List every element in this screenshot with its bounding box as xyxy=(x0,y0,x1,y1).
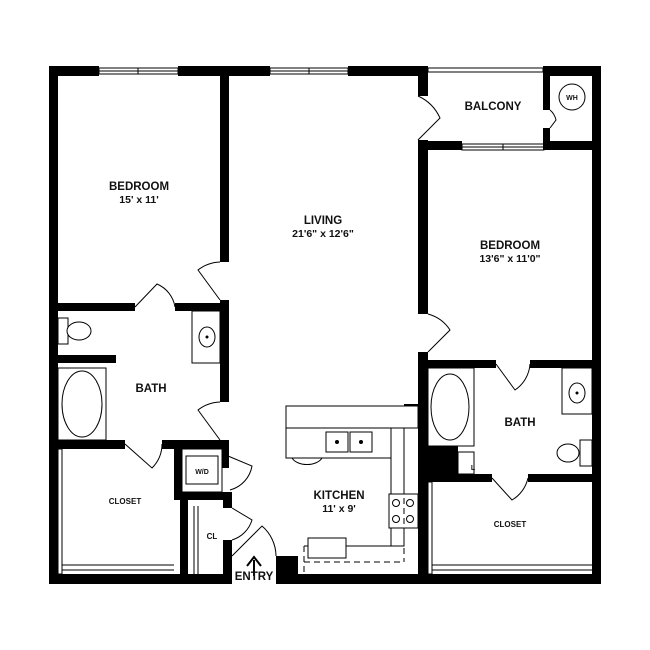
water-heater-label: WH xyxy=(566,95,578,102)
left-closet-shelves xyxy=(57,448,174,575)
bedroom-left-size: 15' x 11' xyxy=(119,194,158,206)
left-bath-fixtures xyxy=(57,310,221,441)
closet-right-label: CLOSET xyxy=(494,520,527,529)
coat-closet-shelves xyxy=(193,506,199,574)
coat-closet-label: CL xyxy=(207,532,218,541)
bedroom-left-label: BEDROOM xyxy=(109,181,169,193)
living-size: 21'6" x 12'6" xyxy=(292,228,354,240)
kitchen-fixtures xyxy=(285,405,419,574)
bedroom-right-size: 13'6" x 11'0" xyxy=(479,253,540,265)
interior-walls xyxy=(49,66,601,584)
washer-dryer-label: W/D xyxy=(195,469,209,476)
water-heater-tank xyxy=(558,83,586,111)
bath-right-label: BATH xyxy=(504,417,535,429)
kitchen-label: KITCHEN xyxy=(313,490,364,502)
balcony-label: BALCONY xyxy=(465,101,522,113)
kitchen-size: 11' x 9' xyxy=(322,503,356,515)
door-swings xyxy=(124,95,557,557)
closet-left-label: CLOSET xyxy=(109,497,142,506)
entry-label: ENTRY xyxy=(235,571,274,583)
entry-arrow-icon xyxy=(246,555,262,576)
bedroom-right-label: BEDROOM xyxy=(480,240,540,252)
linen-label: L xyxy=(471,465,476,472)
right-bath-fixtures xyxy=(427,367,593,475)
right-closet-shelves xyxy=(427,481,592,575)
living-label: LIVING xyxy=(304,215,342,227)
bath-left-label: BATH xyxy=(135,383,166,395)
washer-dryer-unit xyxy=(185,455,219,485)
